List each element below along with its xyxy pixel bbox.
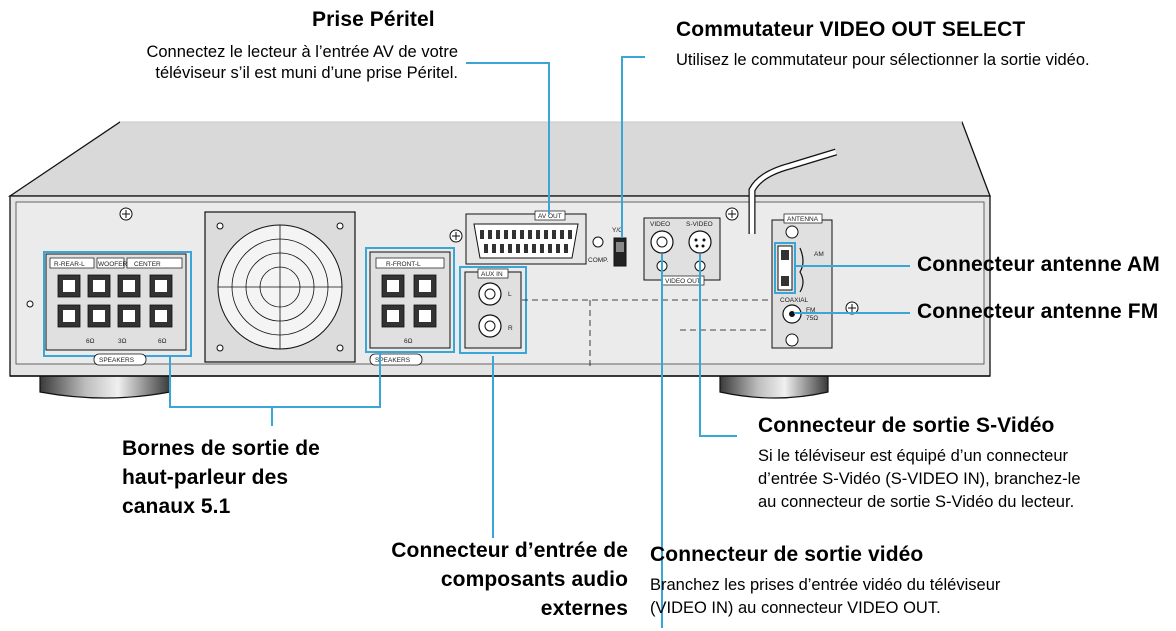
callout-am-title: Connecteur antenne AM <box>917 253 1160 276</box>
cooling-fan <box>204 211 356 363</box>
scart-connector <box>465 213 587 265</box>
label-speakers-b: SPEAKERS <box>375 357 411 364</box>
label-video: VIDEO <box>650 221 670 228</box>
label-center: CENTER <box>134 261 161 268</box>
label-ohm-6c: 6Ω <box>404 338 413 345</box>
label-aux-r: R <box>508 325 513 332</box>
speaker-terminal-block-rear <box>45 253 187 351</box>
label-fm-ohm: 75Ω <box>806 315 818 322</box>
callout-video-out-select-title: Commutateur VIDEO OUT SELECT <box>676 18 1026 41</box>
label-ohm-6a: 6Ω <box>86 338 95 345</box>
label-aux-l: L <box>508 291 512 298</box>
aux-in-highlight <box>459 266 527 354</box>
device-feet <box>39 371 829 399</box>
label-video-out: VIDEO OUT <box>665 278 701 285</box>
label-am: AM <box>814 251 824 258</box>
label-r-rear-l: R-REAR-L <box>54 261 85 268</box>
label-antenna: ANTENNA <box>787 216 819 223</box>
label-yc: Y/C <box>612 227 623 234</box>
label-comp: COMP. <box>588 257 609 264</box>
label-ohm-6b: 6Ω <box>158 338 167 345</box>
callout-lines <box>169 56 910 628</box>
callout-fm-title: Connecteur antenne FM <box>917 300 1159 323</box>
video-out-select-switch <box>592 236 627 267</box>
label-woofer: WOOFER <box>98 261 128 268</box>
callout-video-desc: Branchez les prises d’entrée vidéo du té… <box>650 576 1001 617</box>
callout-peritel-desc: Connectez le lecteur à l’entrée AV de vo… <box>146 43 458 82</box>
callout-peritel-title: Prise Péritel <box>312 8 435 31</box>
speaker-block-front-highlight <box>365 247 455 353</box>
callout-aux-title: Connecteur d’entrée de composants audio … <box>391 539 628 620</box>
label-s-video: S-VIDEO <box>686 221 713 228</box>
label-ohm-3: 3Ω <box>118 338 127 345</box>
callout-video-title: Connecteur de sortie vidéo <box>650 543 924 566</box>
callout-video-out-select-desc: Utilisez le commutateur pour sélectionne… <box>676 51 1090 69</box>
label-aux-in: AUX IN <box>481 271 503 278</box>
antenna-terminals <box>771 219 833 349</box>
am-antenna-highlight <box>774 242 796 294</box>
chassis-screws <box>26 207 859 315</box>
speaker-terminal-block-front <box>369 251 451 349</box>
label-av-out: AV OUT <box>538 213 562 220</box>
callout-svideo-title: Connecteur de sortie S-Vidéo <box>758 414 1055 437</box>
callout-svideo-desc: Si le téléviseur est équipé d’un connect… <box>758 447 1081 511</box>
label-coaxial: COAXIAL <box>780 297 809 304</box>
label-speakers-a: SPEAKERS <box>99 357 135 364</box>
callout-speakers-title: Bornes de sortie de haut-parleur des can… <box>122 437 320 518</box>
label-r-front-l: R-FRONT-L <box>386 261 421 268</box>
label-fm: FM <box>806 307 815 314</box>
internal-board-outline <box>522 299 770 370</box>
aux-in-jacks <box>464 271 522 349</box>
